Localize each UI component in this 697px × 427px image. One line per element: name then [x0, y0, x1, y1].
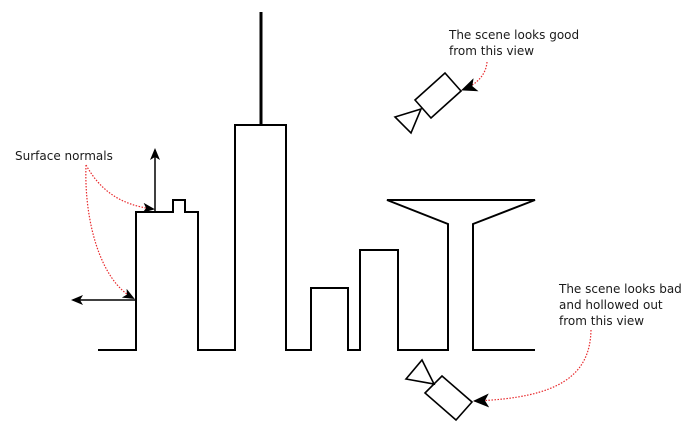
good-view-label: The scene looks good from this view [448, 28, 583, 58]
annotation-curve-bad-view [473, 329, 592, 408]
surface-normals-label: Surface normals [15, 149, 113, 163]
annotation-curve-good-view [461, 61, 488, 92]
good-view-line-2: from this view [449, 44, 534, 58]
bad-view-line-2: and hollowed out [559, 298, 663, 312]
camera-good-icon [393, 71, 463, 135]
annotation-curve-side-normal [85, 164, 135, 299]
camera-bad-icon [404, 358, 474, 422]
skyline-outline [98, 124, 536, 351]
good-view-line-1: The scene looks good [448, 28, 579, 42]
bad-view-label: The scene looks bad and hollowed out fro… [558, 282, 686, 328]
annotation-curve-top-normal [85, 164, 155, 213]
bad-view-line-3: from this view [559, 314, 644, 328]
bad-view-line-1: The scene looks bad [558, 282, 682, 296]
